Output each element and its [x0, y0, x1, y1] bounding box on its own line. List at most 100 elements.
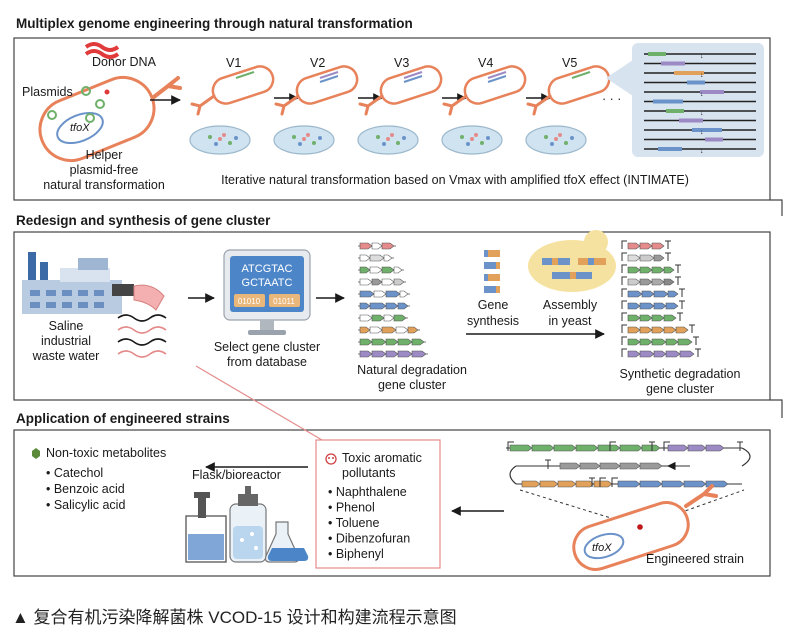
synthetic-gene-row [627, 254, 665, 262]
promoter-mark [621, 300, 627, 309]
colony-dot [396, 141, 400, 145]
bioreactor-icon [185, 486, 309, 563]
natural-gene-row [359, 242, 395, 250]
track-marker: ↓ [700, 53, 704, 60]
gene-arrow [665, 350, 681, 358]
gene-arrow [393, 266, 403, 274]
promoter-mark [621, 348, 627, 357]
edit-segment [679, 118, 703, 123]
colony-dot [218, 137, 222, 141]
select-line-2: from database [227, 355, 307, 369]
gene-arrow [663, 326, 677, 334]
edit-segment [687, 80, 705, 85]
gene-arrow [359, 350, 373, 358]
skull-icon [325, 453, 337, 465]
gene-arrow [651, 266, 665, 274]
gene-arrow [639, 350, 655, 358]
gene-arrow [385, 302, 399, 310]
yeast-cell-icon [528, 230, 616, 292]
round-dna-stripe [403, 71, 423, 79]
edit-segment [661, 61, 685, 66]
round-dna-stripe [571, 71, 591, 79]
gene-arrow [665, 338, 679, 346]
gene-arrow [381, 266, 395, 274]
gene-arrow [639, 242, 653, 250]
helper-gene-label: tfoX [70, 122, 90, 134]
edit-segment [648, 52, 666, 56]
gene-arrow [359, 326, 371, 334]
gene-arrow [617, 480, 641, 488]
gene-arrow [397, 302, 409, 310]
round-label: V1 [226, 56, 241, 70]
promoter-mark [599, 477, 606, 487]
synthetic-gene-row [627, 278, 675, 286]
colony-dot [292, 135, 296, 139]
pollutant-item: • Phenol [328, 501, 375, 515]
synthetic-gene-row [627, 350, 695, 358]
gene-arrow [381, 242, 395, 250]
gene-arrow [687, 444, 707, 452]
gene-arrow [651, 278, 665, 286]
natural-gene-row [359, 254, 393, 262]
gene-arrow [559, 462, 581, 470]
genome-edit-tracks: ↓↓↓↓↓↓ [644, 52, 756, 155]
pollutant-list: • Naphthalene• Phenol• Toluene• Dibenzof… [328, 485, 410, 561]
round-bacterium [463, 65, 527, 105]
natural-line-1: Natural degradation [357, 363, 467, 377]
gene-arrow [627, 326, 641, 334]
terminator-mark [649, 441, 655, 451]
gene-arrow [639, 254, 655, 262]
colony-dot [208, 135, 212, 139]
gene-arrow [383, 254, 393, 262]
pollutant-item: • Biphenyl [328, 547, 384, 561]
section-3-title: Application of engineered strains [16, 411, 230, 426]
helper-line-2: plasmid-free [70, 163, 139, 177]
terminator-mark [665, 252, 671, 261]
track-marker: ↓ [700, 72, 704, 79]
promoter-mark [507, 441, 514, 451]
gene-arrow [371, 338, 387, 346]
assembly-line-2: in yeast [548, 314, 592, 328]
gene-arrow [639, 278, 653, 286]
gene-arrow [371, 314, 385, 322]
map-row-purple [667, 444, 725, 452]
metabolite-item: • Catechol [46, 466, 103, 480]
section-1-title: Multiplex genome engineering through nat… [16, 16, 413, 31]
terminator-mark [737, 441, 743, 451]
plasmids-label: Plasmids [22, 85, 73, 99]
gene-arrow [651, 326, 665, 334]
synthetic-gene-row [627, 326, 689, 334]
waste-water-icon [117, 314, 167, 358]
gene-arrow [627, 266, 641, 274]
engineered-label: Engineered strain [646, 552, 744, 566]
metabolite-item: • Benzoic acid [46, 482, 125, 496]
track-marker: ↓ [700, 110, 704, 117]
colony-dot [558, 133, 562, 137]
monitor-icon [223, 249, 311, 335]
gene-arrow [397, 350, 413, 358]
gene-arrow [371, 242, 383, 250]
round-flagellum [274, 94, 300, 116]
colony-dot [550, 142, 554, 146]
gene-arrow [651, 338, 667, 346]
synthetic-line-1: Synthetic degradation [620, 367, 741, 381]
terminator-mark [675, 264, 681, 273]
colony-dot [564, 141, 568, 145]
round-dna-stripe [487, 75, 507, 83]
gene-arrow [411, 350, 427, 358]
strain-gene-label: tfoX [592, 542, 612, 554]
section-2-title: Redesign and synthesis of gene cluster [16, 213, 271, 228]
colony-dot [470, 137, 474, 141]
round-dna-stripe [319, 75, 339, 83]
round-label: V5 [562, 56, 577, 70]
gene-arrow [411, 338, 425, 346]
synthesized-genes-icon [484, 250, 500, 293]
gene-arrow [651, 242, 665, 250]
pollutant-item: • Naphthalene [328, 485, 407, 499]
track-marker: ↓ [700, 148, 704, 155]
gene-arrow [359, 278, 373, 286]
gene-arrow [705, 444, 725, 452]
gene-arrow [627, 302, 641, 310]
saline-line-3: waste water [32, 349, 100, 363]
saline-line-2: industrial [41, 334, 91, 348]
